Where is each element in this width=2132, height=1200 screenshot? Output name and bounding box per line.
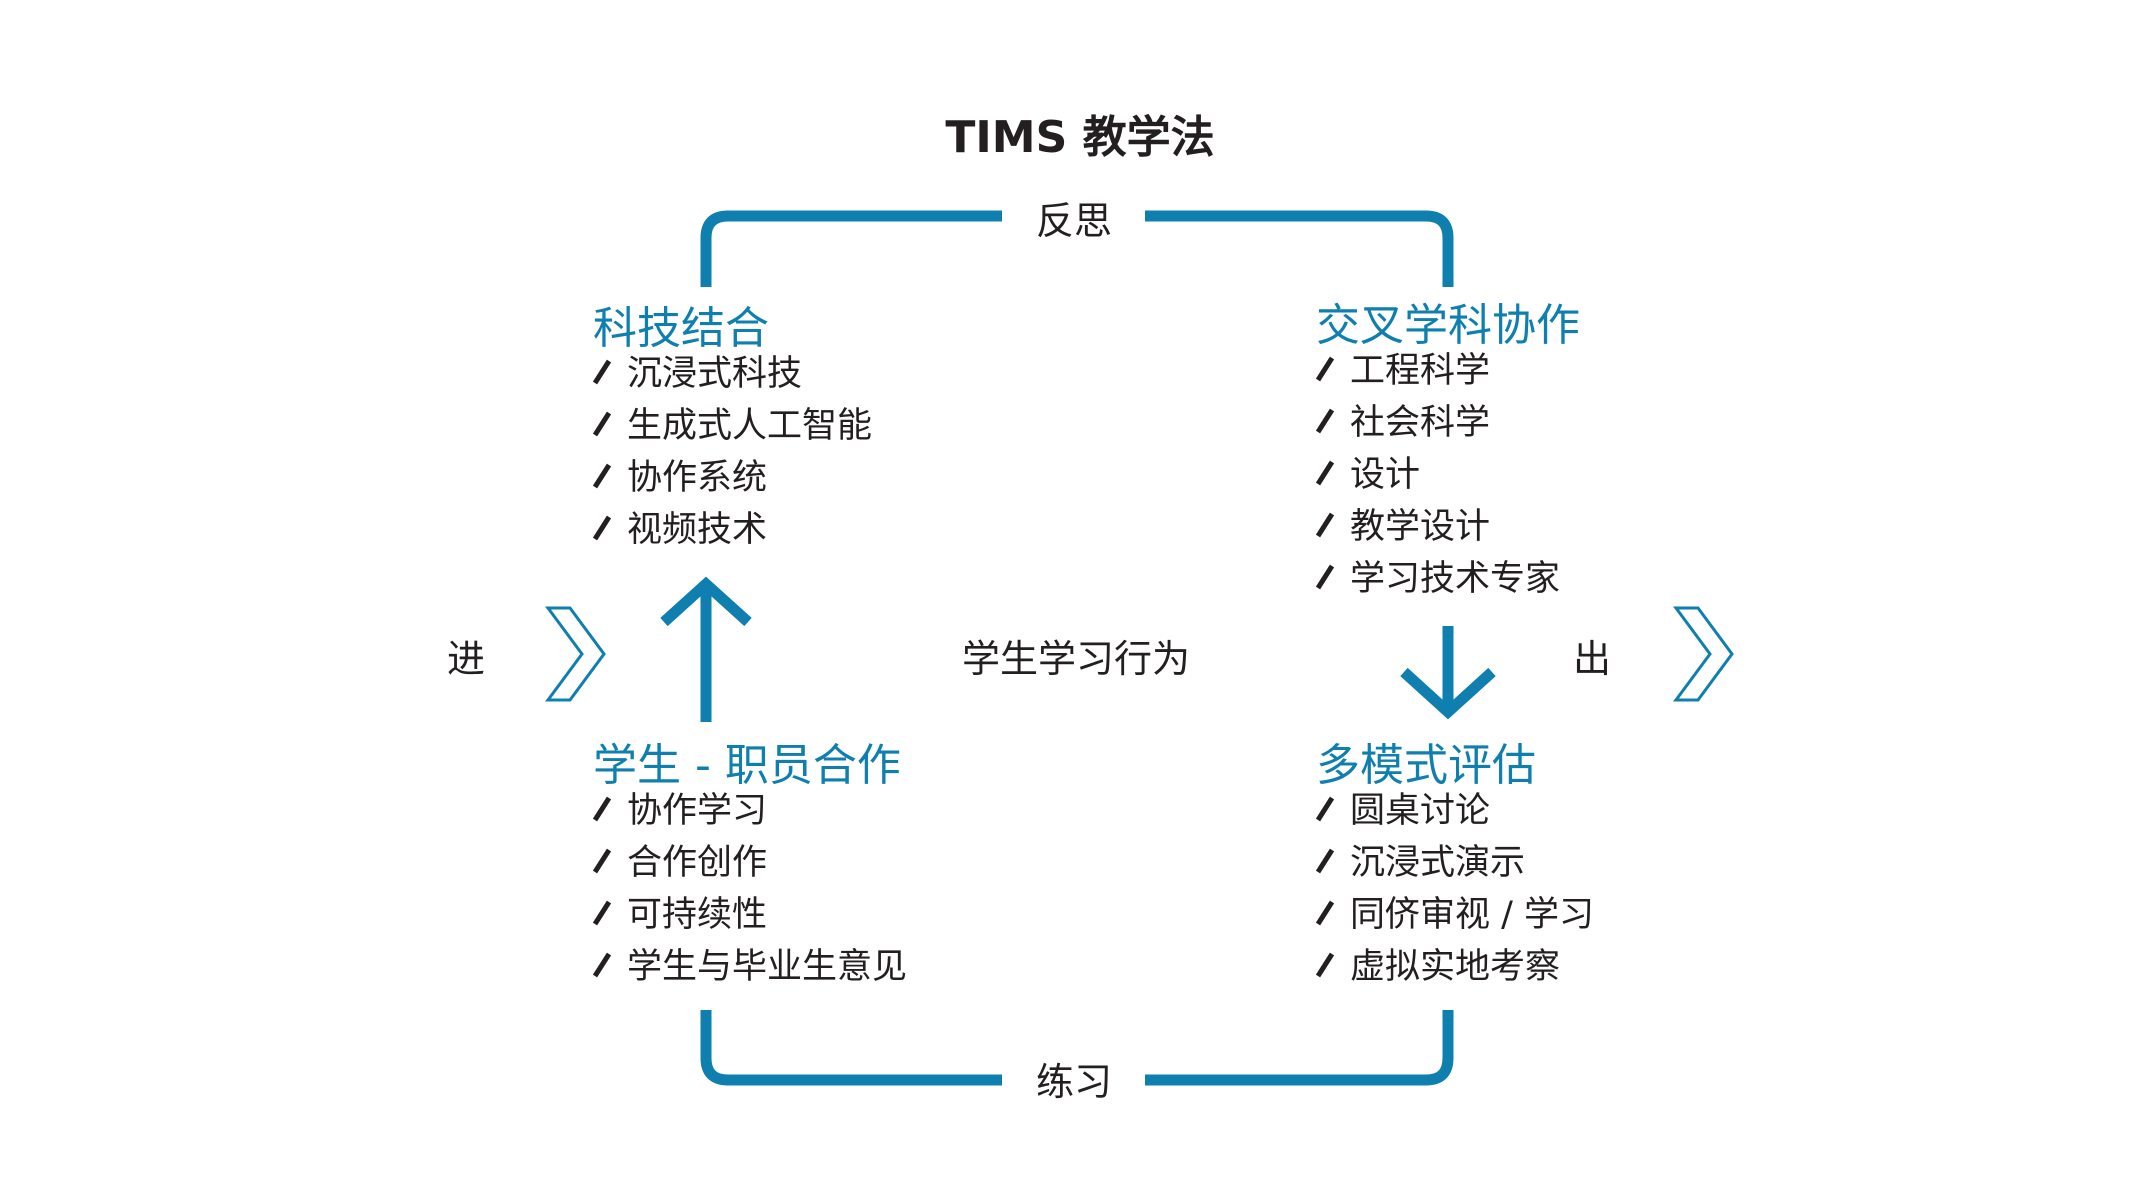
list-item: 生成式人工智能 xyxy=(592,406,872,446)
cycle-frame-top xyxy=(700,210,1454,287)
quadrant-heading: 交叉学科协作 xyxy=(1316,300,1580,351)
slash-bullet-icon xyxy=(592,900,612,926)
quadrant-heading: 多模式评估 xyxy=(1316,740,1536,791)
chevron-right-icon xyxy=(1673,606,1734,702)
list-item: 视频技术 xyxy=(592,510,767,550)
arrow-down-icon xyxy=(1400,626,1496,720)
list-item: 社会科学 xyxy=(1315,403,1490,443)
list-item-label: 学生与毕业生意见 xyxy=(627,947,907,987)
list-item-label: 社会科学 xyxy=(1350,403,1490,443)
edge-label-practice: 练习 xyxy=(1036,1060,1112,1104)
slash-bullet-icon xyxy=(592,359,612,385)
slash-bullet-icon xyxy=(1315,564,1335,590)
flow-out-label: 出 xyxy=(1573,637,1611,681)
list-item-label: 设计 xyxy=(1350,455,1420,495)
list-item-label: 圆桌讨论 xyxy=(1350,791,1490,831)
list-item-label: 生成式人工智能 xyxy=(627,406,872,446)
list-item: 设计 xyxy=(1315,455,1420,495)
quadrant-heading: 科技结合 xyxy=(593,303,769,354)
slash-bullet-icon xyxy=(1315,952,1335,978)
center-label: 学生学习行为 xyxy=(962,637,1190,681)
slash-bullet-icon xyxy=(592,796,612,822)
slash-bullet-icon xyxy=(1315,460,1335,486)
list-item-label: 可持续性 xyxy=(627,895,767,935)
list-item: 圆桌讨论 xyxy=(1315,791,1490,831)
slash-bullet-icon xyxy=(1315,848,1335,874)
list-item-label: 工程科学 xyxy=(1350,351,1490,391)
list-item-label: 协作系统 xyxy=(627,458,767,498)
slash-bullet-icon xyxy=(592,463,612,489)
slash-bullet-icon xyxy=(1315,356,1335,382)
list-item: 沉浸式演示 xyxy=(1315,843,1525,883)
edge-label-reflect: 反思 xyxy=(1036,199,1112,243)
list-item-label: 教学设计 xyxy=(1350,507,1490,547)
list-item: 同侪审视 / 学习 xyxy=(1315,895,1594,935)
slash-bullet-icon xyxy=(592,848,612,874)
slash-bullet-icon xyxy=(1315,512,1335,538)
slash-bullet-icon xyxy=(592,411,612,437)
list-item-label: 合作创作 xyxy=(627,843,767,883)
diagram-title: TIMS 教学法 xyxy=(945,112,1214,163)
arrow-up-icon xyxy=(660,576,752,722)
list-item: 可持续性 xyxy=(592,895,767,935)
slash-bullet-icon xyxy=(592,952,612,978)
flow-in-label: 进 xyxy=(447,637,485,681)
list-item: 学习技术专家 xyxy=(1315,559,1560,599)
list-item: 工程科学 xyxy=(1315,351,1490,391)
slash-bullet-icon xyxy=(1315,900,1335,926)
list-item-label: 视频技术 xyxy=(627,510,767,550)
list-item: 合作创作 xyxy=(592,843,767,883)
list-item-label: 沉浸式科技 xyxy=(627,354,802,394)
list-item-label: 虚拟实地考察 xyxy=(1350,947,1560,987)
list-item-label: 协作学习 xyxy=(627,791,767,831)
list-item-label: 沉浸式演示 xyxy=(1350,843,1525,883)
chevron-right-icon xyxy=(545,606,606,702)
list-item-label: 学习技术专家 xyxy=(1350,559,1560,599)
quadrant-heading: 学生 - 职员合作 xyxy=(593,740,901,791)
slash-bullet-icon xyxy=(1315,796,1335,822)
list-item: 协作系统 xyxy=(592,458,767,498)
list-item-label: 同侪审视 / 学习 xyxy=(1350,895,1594,935)
list-item: 学生与毕业生意见 xyxy=(592,947,907,987)
list-item: 教学设计 xyxy=(1315,507,1490,547)
list-item: 协作学习 xyxy=(592,791,767,831)
slash-bullet-icon xyxy=(1315,408,1335,434)
list-item: 沉浸式科技 xyxy=(592,354,802,394)
slash-bullet-icon xyxy=(592,515,612,541)
cycle-frame-bottom xyxy=(700,1010,1454,1086)
list-item: 虚拟实地考察 xyxy=(1315,947,1560,987)
